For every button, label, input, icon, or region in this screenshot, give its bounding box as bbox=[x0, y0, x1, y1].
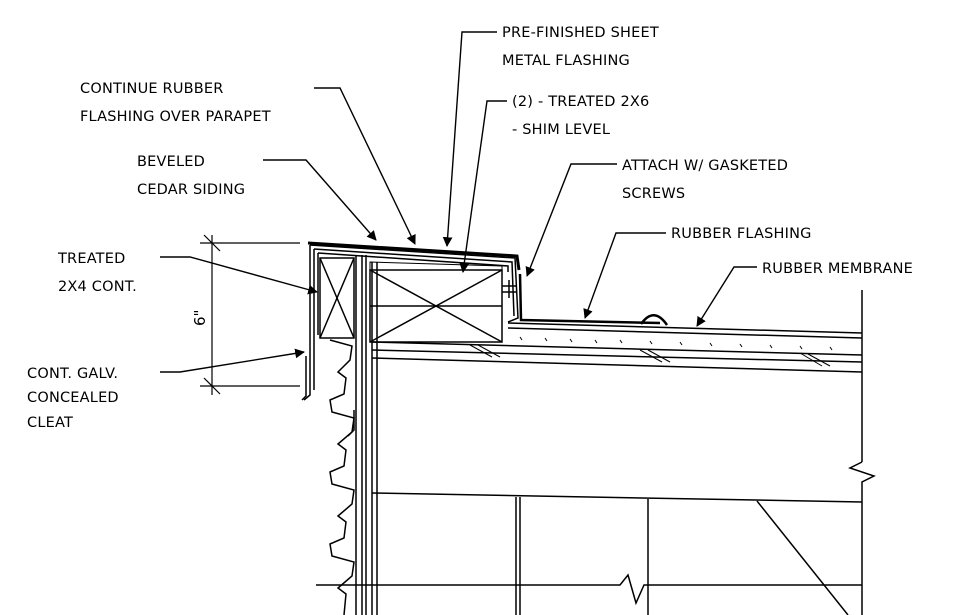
svg-text:RUBBER FLASHING: RUBBER FLASHING bbox=[671, 226, 812, 242]
svg-text:PRE-FINISHED SHEET: PRE-FINISHED SHEET bbox=[502, 25, 659, 41]
svg-text:ATTACH W/ GASKETED: ATTACH W/ GASKETED bbox=[622, 158, 788, 174]
label-rubber-flashing: RUBBER FLASHING bbox=[671, 226, 812, 242]
svg-text:SCREWS: SCREWS bbox=[622, 186, 685, 202]
dimension-6in bbox=[200, 234, 300, 395]
parapet-wall bbox=[301, 244, 519, 615]
label-continue-rubber: CONTINUE RUBBER FLASHING OVER PARAPET bbox=[80, 81, 271, 125]
svg-text:BEVELED: BEVELED bbox=[137, 154, 205, 170]
svg-text:CEDAR SIDING: CEDAR SIDING bbox=[137, 182, 245, 198]
svg-text:RUBBER MEMBRANE: RUBBER MEMBRANE bbox=[762, 261, 913, 277]
dimension-text: 6" bbox=[191, 310, 209, 326]
svg-text:TREATED: TREATED bbox=[57, 251, 125, 267]
label-pre-finished-flashing: PRE-FINISHED SHEET METAL FLASHING bbox=[502, 25, 659, 69]
leader-lines bbox=[160, 31, 757, 373]
svg-text:(2) - TREATED 2X6: (2) - TREATED 2X6 bbox=[512, 94, 649, 110]
metal-flashing-cap bbox=[307, 241, 521, 271]
roof-structure bbox=[316, 262, 876, 615]
label-galv-cleat: CONT. GALV. CONCEALED CLEAT bbox=[27, 366, 119, 431]
svg-text:CONTINUE RUBBER: CONTINUE RUBBER bbox=[80, 81, 224, 97]
label-treated-2x4: TREATED 2X4 CONT. bbox=[57, 251, 137, 295]
svg-text:CONT. GALV.: CONT. GALV. bbox=[27, 366, 118, 382]
svg-text:2X4 CONT.: 2X4 CONT. bbox=[58, 279, 137, 295]
treated-2x4 bbox=[319, 257, 355, 339]
treated-2x6 bbox=[369, 261, 503, 343]
insulation-dots bbox=[519, 336, 833, 351]
label-treated-2x6: (2) - TREATED 2X6 - SHIM LEVEL bbox=[512, 94, 649, 138]
svg-text:CLEAT: CLEAT bbox=[27, 415, 73, 431]
sheathing-hatch bbox=[469, 344, 831, 367]
label-attach-screws: ATTACH W/ GASKETED SCREWS bbox=[622, 158, 788, 202]
svg-text:METAL FLASHING: METAL FLASHING bbox=[502, 53, 630, 69]
rubber-flashing-line bbox=[518, 273, 669, 326]
svg-text:CONCEALED: CONCEALED bbox=[27, 390, 119, 406]
svg-text:FLASHING OVER PARAPET: FLASHING OVER PARAPET bbox=[80, 109, 271, 125]
gasketed-screw bbox=[502, 280, 516, 298]
label-rubber-membrane: RUBBER MEMBRANE bbox=[762, 261, 913, 277]
svg-text:- SHIM LEVEL: - SHIM LEVEL bbox=[512, 122, 610, 138]
label-beveled-cedar: BEVELED CEDAR SIDING bbox=[137, 154, 245, 198]
